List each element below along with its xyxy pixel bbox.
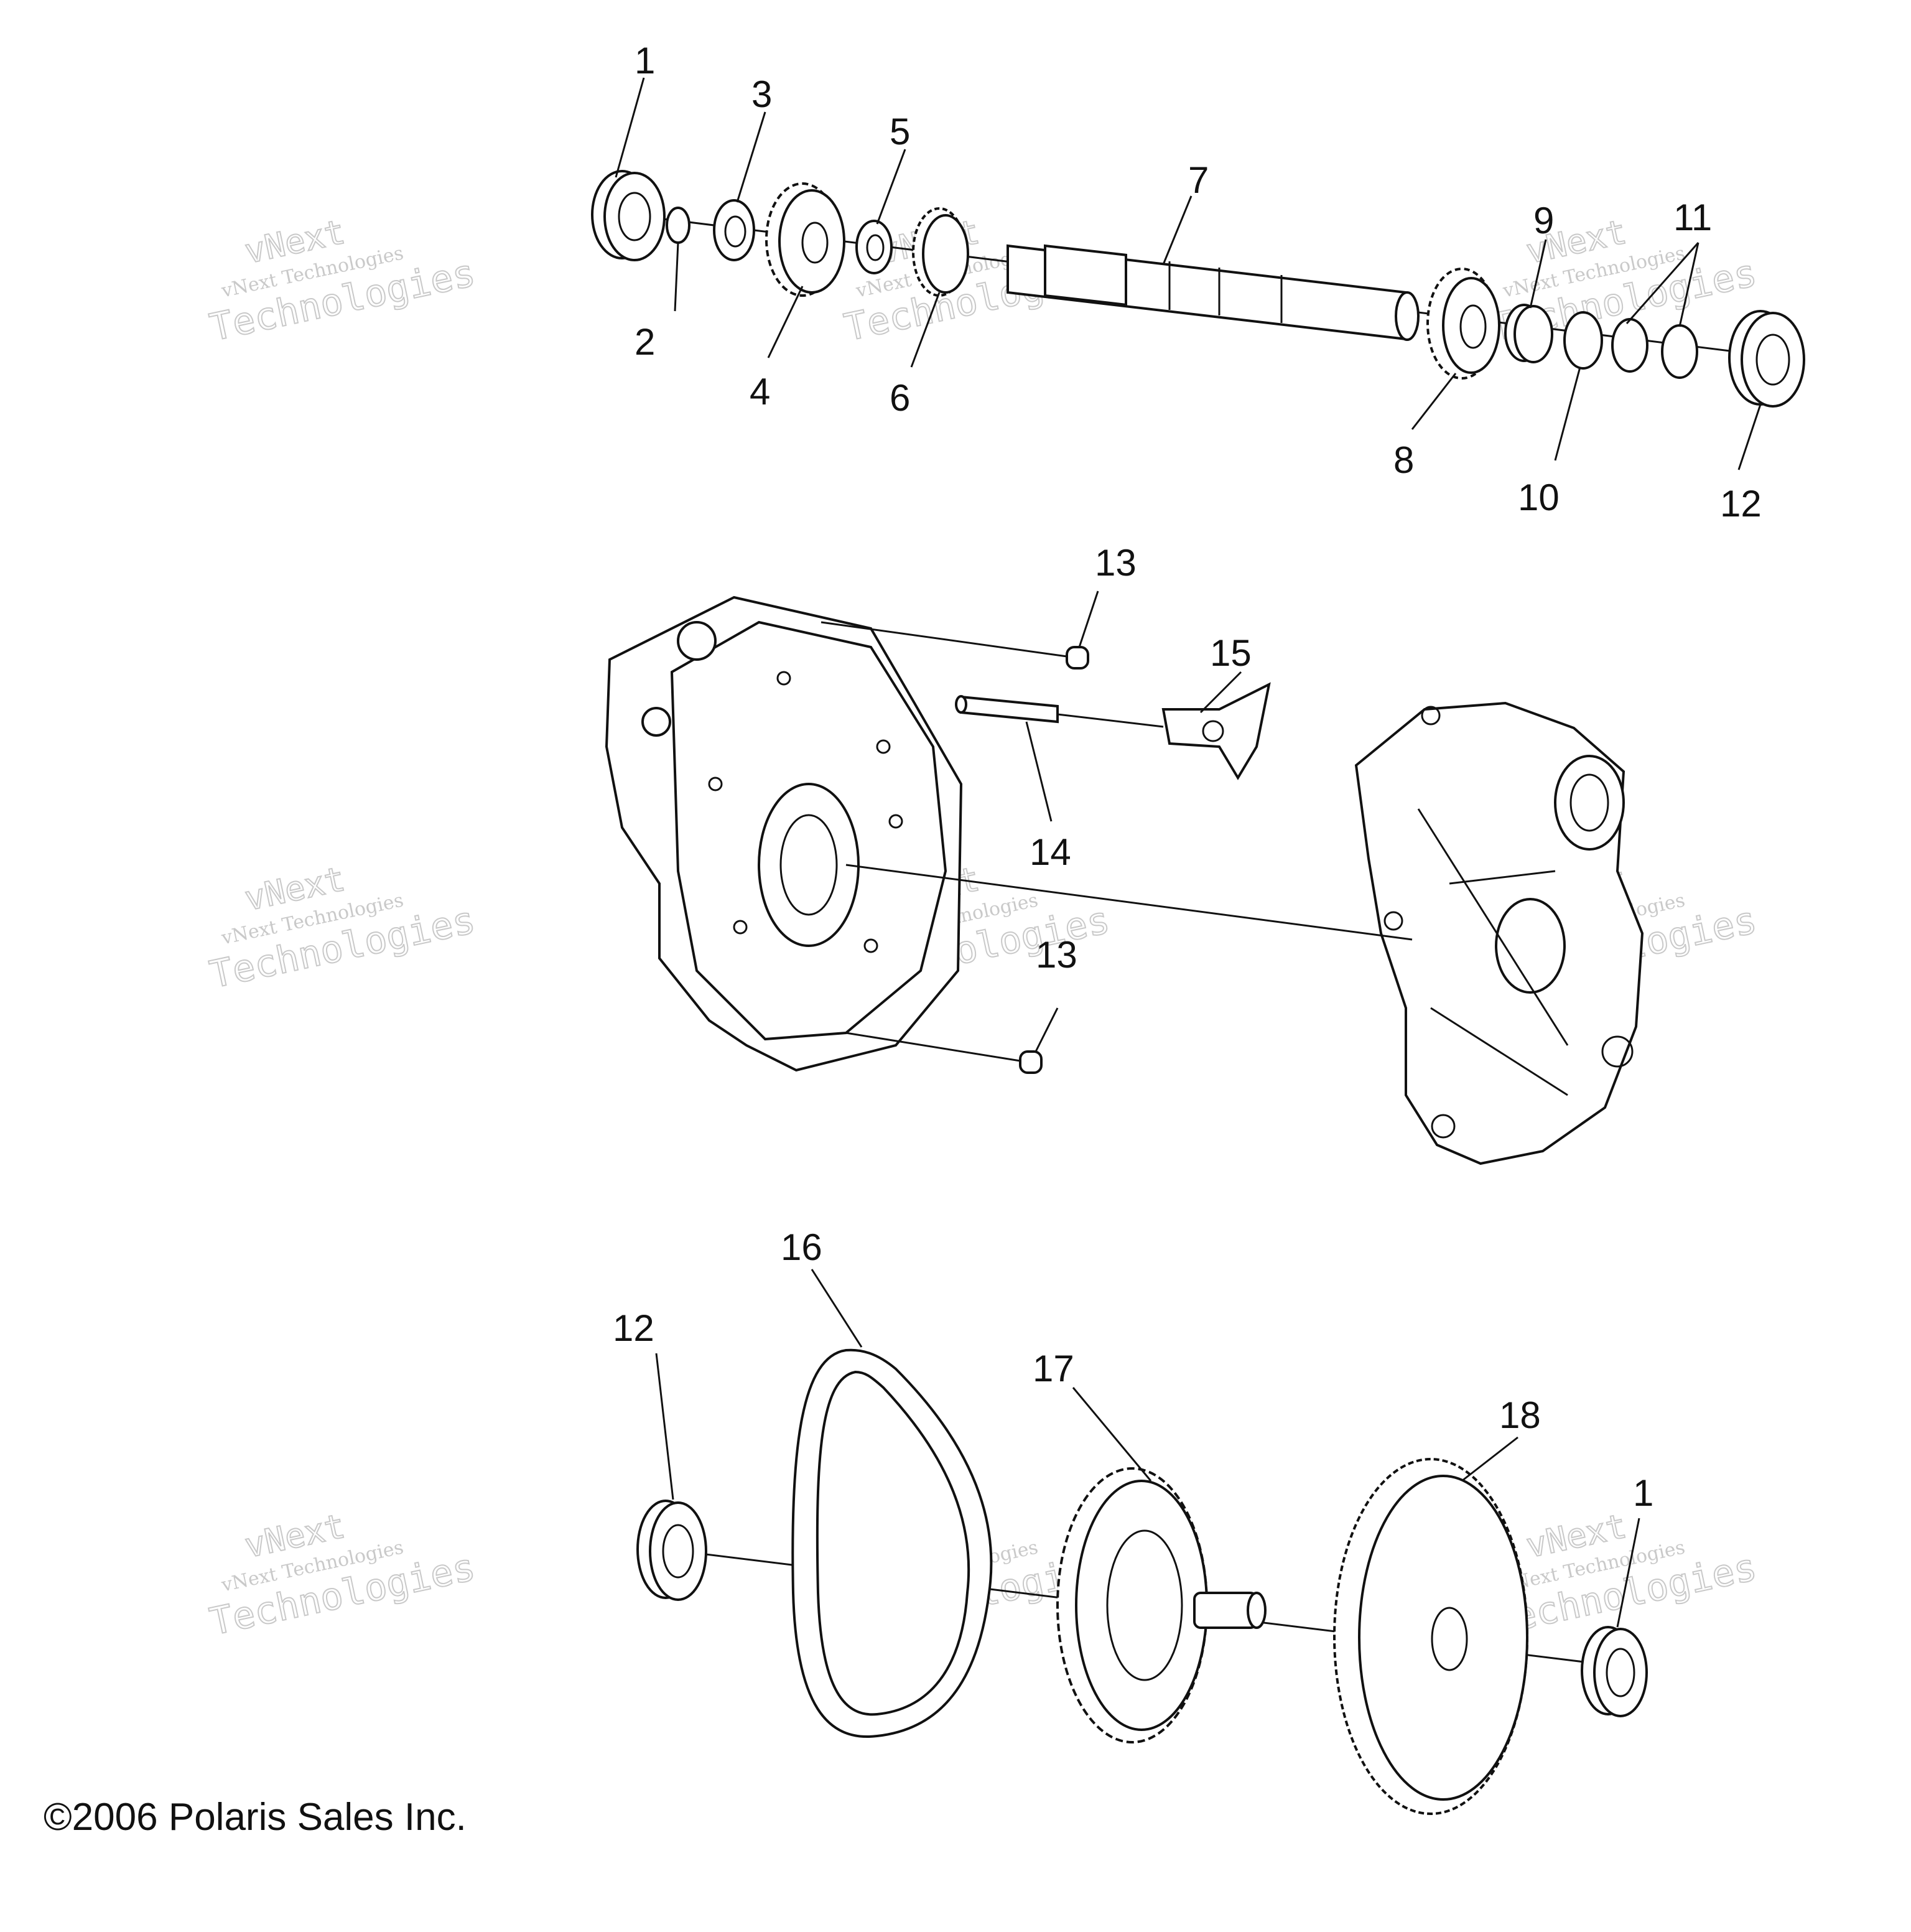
sprocket-part-17	[1056, 1467, 1267, 1743]
gear-part-6	[912, 207, 969, 297]
copyright-notice: ©2006 Polaris Sales Inc.	[44, 1796, 467, 1839]
callout-3: 3	[751, 73, 772, 115]
callout-10: 10	[1518, 477, 1560, 518]
gear-part-8	[1426, 268, 1500, 380]
callout-8: 8	[1393, 439, 1414, 481]
callout-2: 2	[635, 321, 655, 363]
washers-part-11	[1611, 318, 1698, 379]
case-assembly	[605, 590, 1644, 1165]
dowel-pin-part-13-bottom	[1019, 1050, 1043, 1074]
bearing-part-12	[1728, 310, 1805, 408]
watermark: vNext vNext Technologies Technologies	[205, 212, 480, 351]
callout-1: 1	[635, 40, 655, 82]
callout-16: 16	[781, 1226, 822, 1268]
callout-6: 6	[890, 377, 910, 419]
bearing-part-12-lower	[636, 1500, 707, 1601]
callout-9: 9	[1533, 200, 1554, 241]
callout-15: 15	[1210, 632, 1252, 674]
shift-shaft-part-14	[955, 695, 1059, 724]
snap-ring-part-2	[666, 207, 690, 244]
left-case-half	[605, 595, 963, 1072]
dowel-pin-part-13-top	[1066, 646, 1089, 670]
washer-part-5	[855, 220, 893, 274]
callout-11: 11	[1673, 197, 1712, 238]
callout-14: 14	[1030, 831, 1071, 873]
watermark: vNext vNext Technologies Technologies	[205, 1506, 480, 1645]
watermark: vNext vNext Technologies Technologies	[205, 859, 480, 998]
callout-12-lower: 12	[613, 1307, 654, 1349]
callout-5: 5	[890, 111, 910, 152]
callout-13-top: 13	[1095, 542, 1137, 584]
shaft-part-7	[1007, 244, 1420, 341]
washer-part-3	[713, 199, 755, 261]
callout-labels: 1 2 3 4 5 6 7 8 9 10 11 12 13 14 15 13 1…	[613, 40, 1762, 1514]
callout-18: 18	[1499, 1394, 1541, 1436]
callout-4: 4	[750, 371, 770, 413]
callout-17: 17	[1033, 1348, 1074, 1389]
chain-part-16	[791, 1348, 993, 1738]
shift-fork-part-15	[1161, 682, 1271, 780]
right-case-half	[1354, 701, 1644, 1165]
callout-1-lower: 1	[1633, 1472, 1653, 1514]
bushing-part-9	[1504, 304, 1553, 363]
bearing-part-1	[591, 170, 666, 261]
sprocket-part-18	[1333, 1458, 1528, 1815]
callout-13-bottom: 13	[1036, 934, 1077, 976]
callout-7: 7	[1188, 159, 1209, 201]
washer-part-10	[1563, 311, 1603, 370]
drive-assembly	[636, 1269, 1648, 1815]
bearing-part-1-lower	[1581, 1626, 1648, 1717]
shaft-assembly	[591, 77, 1805, 470]
gear-part-4	[765, 182, 845, 297]
callout-12: 12	[1720, 483, 1762, 525]
